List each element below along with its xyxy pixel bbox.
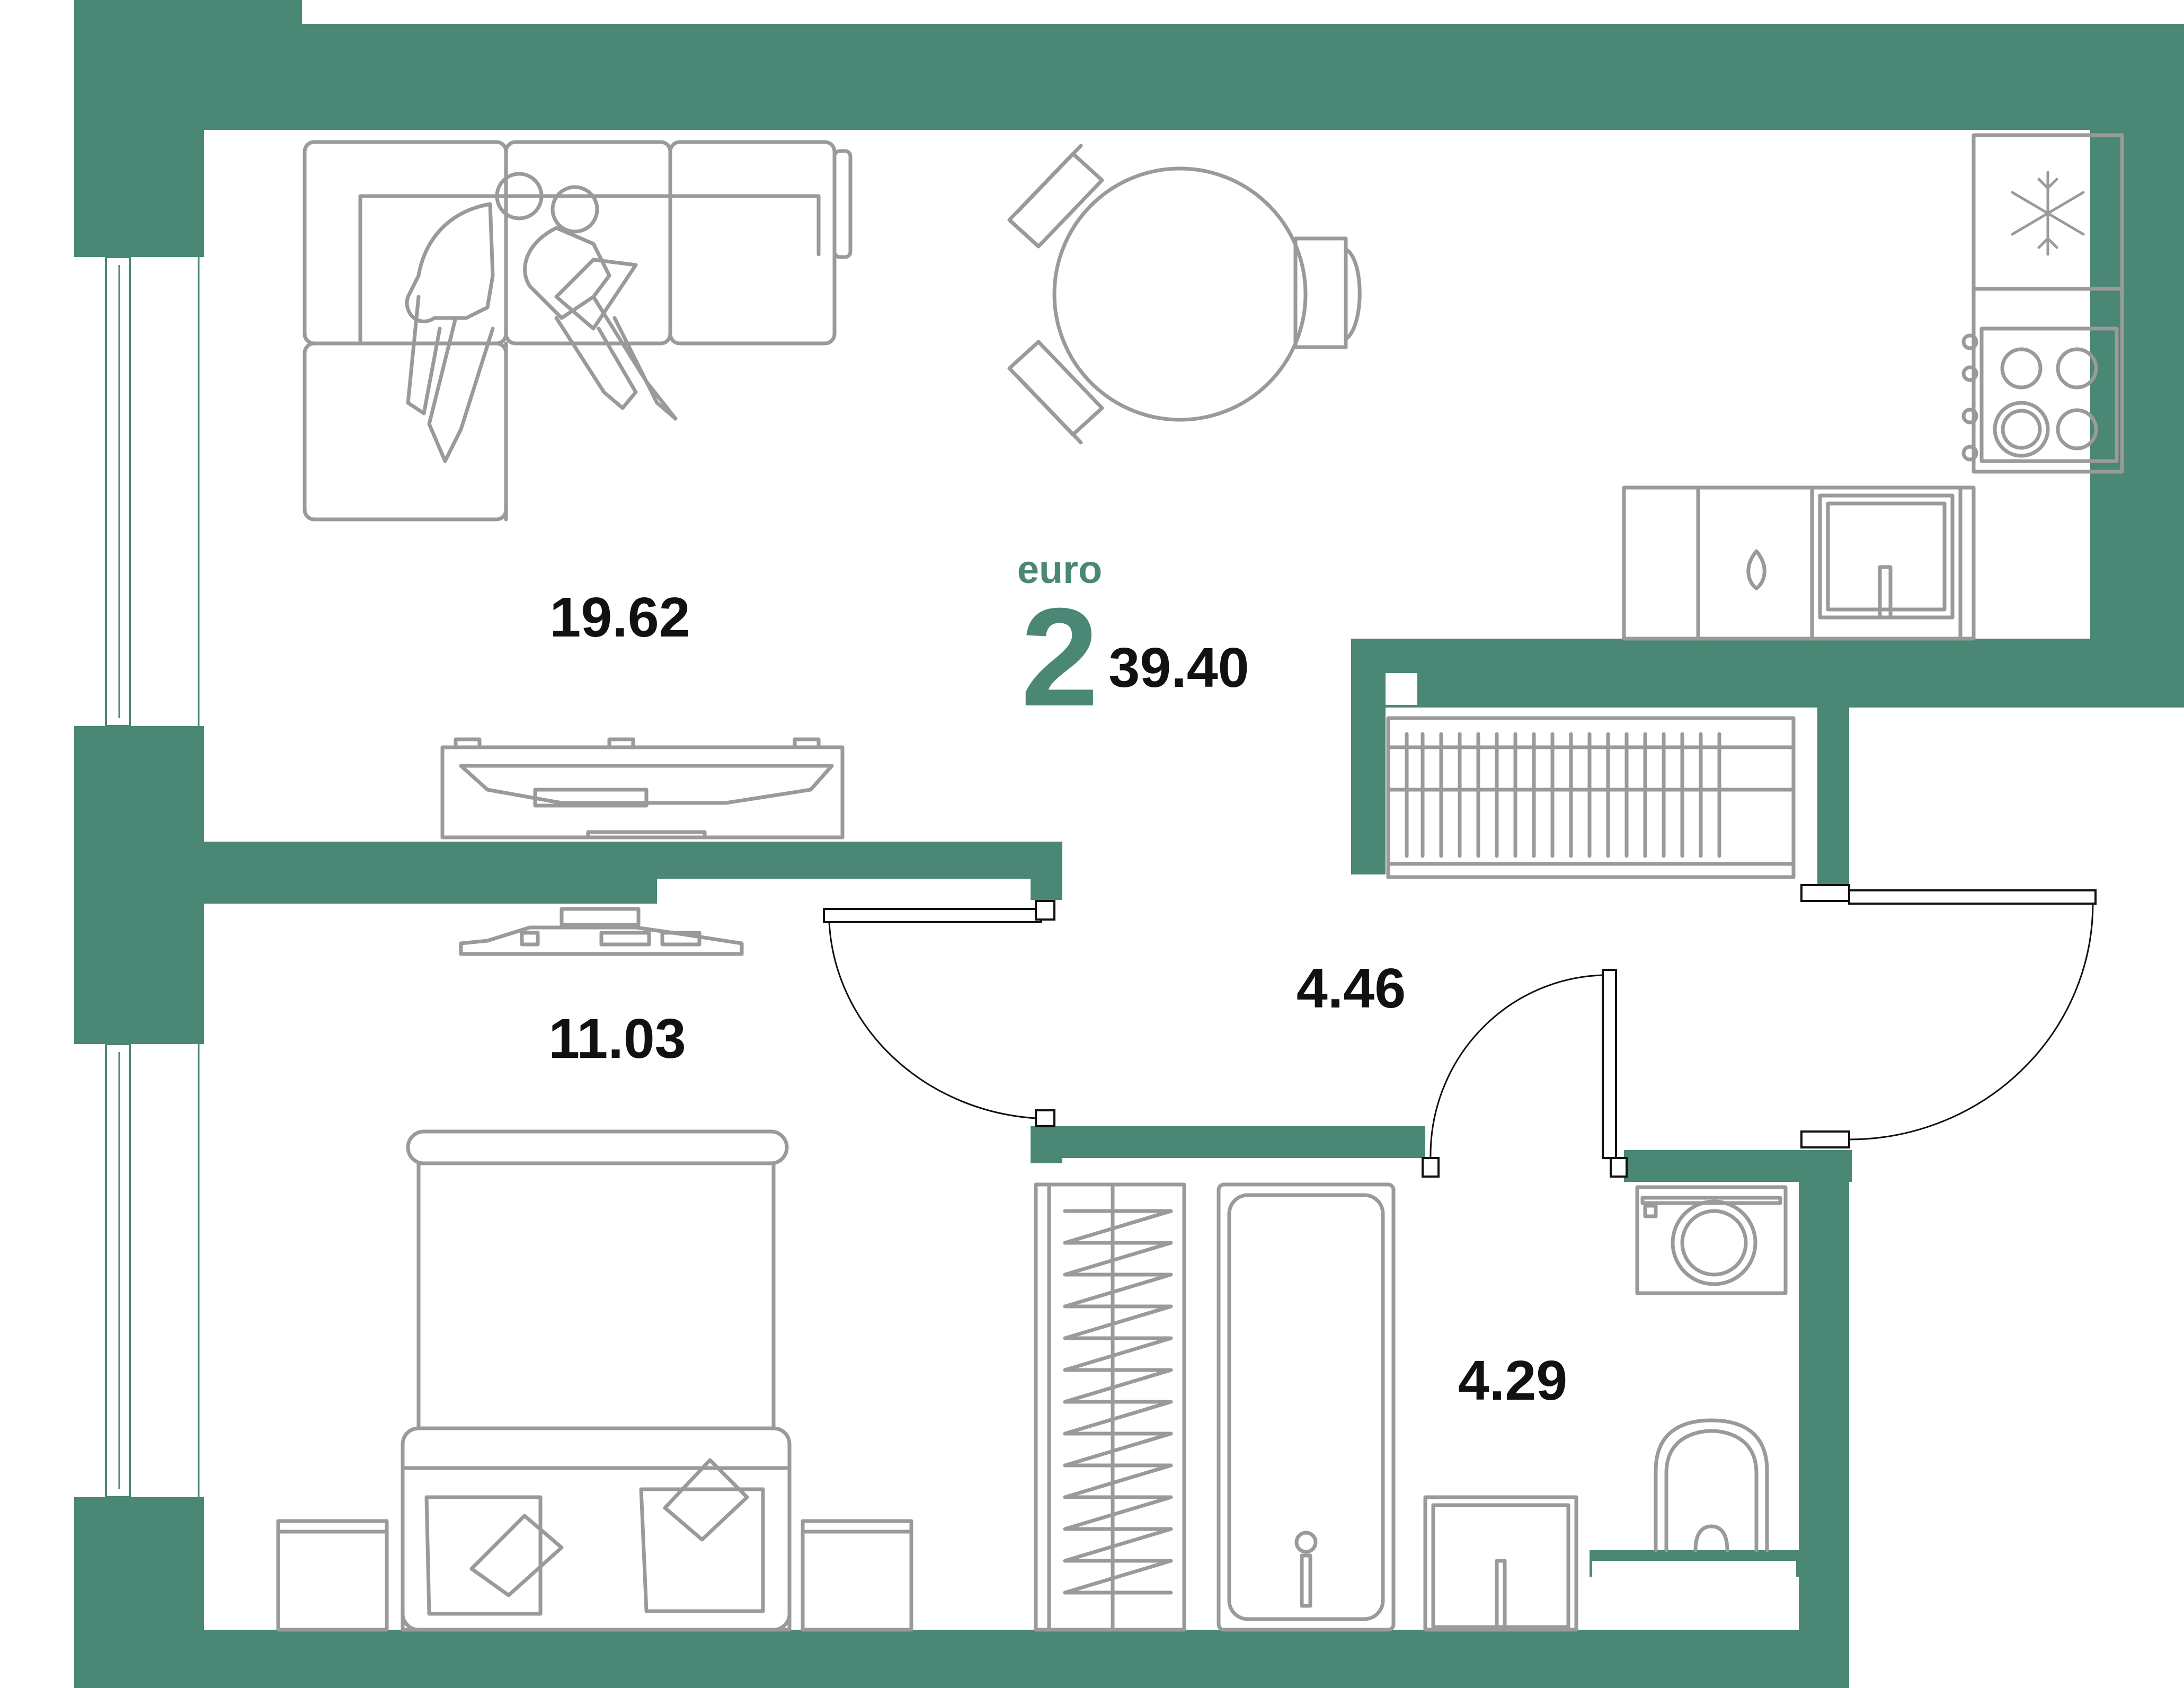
dining-chair xyxy=(1007,144,1104,249)
nightstand xyxy=(276,1519,389,1632)
windows xyxy=(105,256,131,1498)
door-bedroom xyxy=(823,900,1055,1127)
stove-burner-icon xyxy=(2056,347,2098,390)
pillow xyxy=(424,1495,543,1616)
wall-partition-living xyxy=(204,842,1062,879)
wall-kitchen-corner xyxy=(1351,639,1386,874)
room-count: 2 xyxy=(1020,579,1099,735)
room-area-bedroom: 11.03 xyxy=(548,1008,686,1070)
dining-chair xyxy=(1293,236,1362,349)
door-bathroom xyxy=(1422,969,1628,1178)
people-illustration xyxy=(405,172,678,463)
wall-bath-jamb xyxy=(1031,1126,1062,1163)
nightstand xyxy=(801,1519,913,1632)
wall-top xyxy=(74,24,2183,130)
washing-machine-icon xyxy=(1635,1185,1788,1295)
stove-burner-icon xyxy=(2000,347,2043,390)
bed xyxy=(401,1129,792,1632)
wall-closet-right xyxy=(1817,668,1849,885)
wall-kitchen-bottom xyxy=(1351,639,2184,708)
layout-tag: euro xyxy=(1017,547,1103,591)
room-area-hallway: 4.46 xyxy=(1296,957,1406,1020)
dining-table xyxy=(1007,144,1362,445)
tv-unit-bedroom xyxy=(459,907,744,956)
door-entrance xyxy=(1800,884,2097,1148)
total-area: 39.40 xyxy=(1108,637,1249,699)
wall-left-top xyxy=(74,0,204,257)
stove-burner-icon xyxy=(1993,401,2050,458)
wall-bath-right xyxy=(1799,1150,1849,1688)
pillow xyxy=(639,1487,765,1613)
stove-burner-icon xyxy=(2056,408,2098,450)
wall-bottom xyxy=(74,1630,1849,1688)
doors xyxy=(823,884,2097,1178)
dining-chair xyxy=(1007,340,1104,445)
window-living xyxy=(105,256,131,727)
wardrobe xyxy=(1386,716,1796,879)
room-area-bathroom: 4.29 xyxy=(1458,1349,1568,1412)
toilet-icon xyxy=(1654,1418,1769,1552)
room-area-living: 19.62 xyxy=(549,586,690,649)
bathtub xyxy=(1217,1182,1396,1632)
snowflake-icon xyxy=(2011,171,2085,256)
wall-bath-top xyxy=(1031,1126,1425,1158)
sofa xyxy=(303,140,853,522)
stove xyxy=(1961,287,2124,474)
wall-partition-living-lower xyxy=(204,874,657,904)
kitchen-counter xyxy=(1622,485,1976,641)
tv-unit xyxy=(440,737,845,839)
window-bedroom xyxy=(105,1043,131,1498)
wall-door-jamb xyxy=(1031,842,1062,900)
walls xyxy=(74,0,2184,1688)
wall-left-middle xyxy=(74,726,204,1044)
towel-radiator xyxy=(1034,1182,1186,1632)
bathroom-sink xyxy=(1423,1495,1578,1632)
wall-right-upper xyxy=(2090,24,2184,708)
kitchen-sink xyxy=(1818,493,1955,620)
